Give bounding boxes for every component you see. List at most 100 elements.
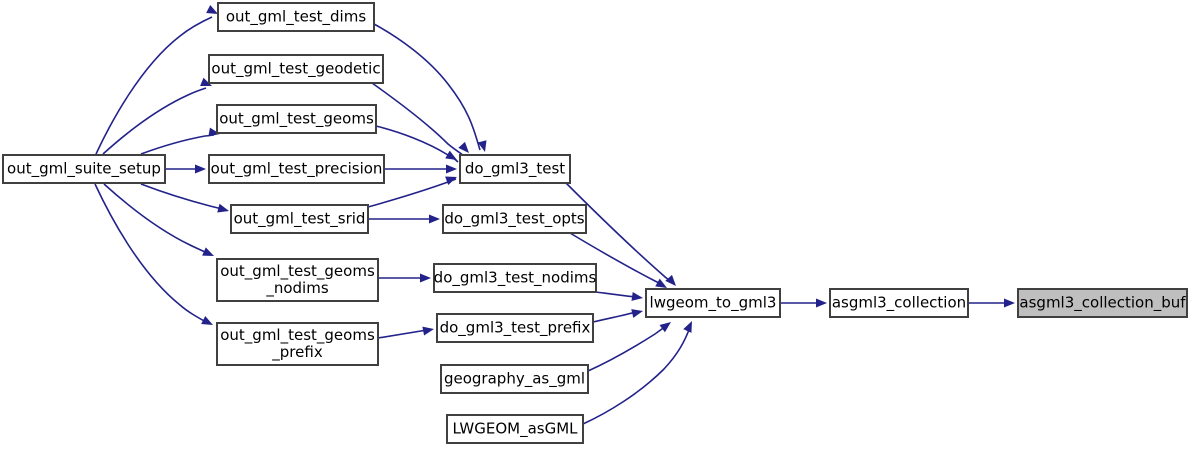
node-label: lwgeom_to_gml3 [650, 294, 777, 313]
node-lwgeom_to_gml3[interactable]: lwgeom_to_gml3 [645, 288, 781, 318]
node-label: asgml3_collection [832, 294, 966, 313]
node-out_gml_test_srid[interactable]: out_gml_test_srid [230, 204, 369, 234]
node-box[interactable] [436, 313, 594, 343]
edge-line [592, 311, 637, 323]
node-label: do_gml3_test [465, 160, 565, 179]
arrow-head-icon [445, 176, 457, 185]
edge-line [371, 82, 465, 157]
arrow-head-icon [631, 292, 643, 301]
node-LWGEOM_asGML[interactable]: LWGEOM_asGML [446, 414, 584, 444]
node-label: do_gml3_test_opts [444, 210, 584, 229]
arrow-head-icon [655, 278, 667, 288]
node-box[interactable] [459, 154, 571, 184]
node-box[interactable] [217, 2, 375, 32]
node-box[interactable] [645, 288, 781, 318]
arrow-head-icon [201, 315, 213, 325]
node-box[interactable] [208, 54, 384, 84]
node-asgml3_collection_buf[interactable]: asgml3_collection_buf [1017, 288, 1188, 318]
node-out_gml_suite_setup[interactable]: out_gml_suite_setup [2, 154, 166, 184]
node-label: geography_as_gml [444, 370, 585, 389]
edge-out_gml_test_geoms_prefix-to-do_gml3_test_prefix [377, 326, 434, 339]
edge-line [595, 291, 637, 298]
node-out_gml_test_geodetic[interactable]: out_gml_test_geodetic [208, 54, 384, 84]
edge-line [94, 183, 207, 323]
node-box[interactable] [446, 414, 584, 444]
arrow-head-icon [477, 140, 487, 152]
edge-line [95, 16, 213, 155]
node-label: asgml3_collection_buf [1019, 294, 1186, 313]
node-label: out_gml_test_dims [226, 8, 366, 27]
node-box[interactable] [230, 204, 369, 234]
edge-line [102, 87, 207, 155]
edge-out_gml_suite_setup-to-out_gml_test_dims [95, 4, 218, 155]
edge-out_gml_suite_setup-to-out_gml_test_geoms_prefix [94, 183, 213, 325]
arrow-head-icon [202, 247, 214, 256]
node-box[interactable] [442, 204, 587, 234]
arrow-head-icon [1004, 298, 1015, 308]
arrow-head-icon [665, 274, 676, 286]
arrow-head-icon [208, 127, 220, 137]
edge-line [373, 23, 481, 151]
node-box[interactable] [433, 263, 597, 293]
edge-out_gml_suite_setup-to-out_gml_test_geoms [140, 127, 220, 155]
arrow-head-icon [195, 164, 206, 174]
edge-asgml3_collection-to-asgml3_collection_buf [968, 298, 1015, 308]
arrow-head-icon [659, 322, 671, 333]
arrow-head-icon [429, 214, 440, 224]
node-box[interactable] [2, 154, 166, 184]
edge-out_gml_test_dims-to-do_gml3_test [373, 23, 487, 152]
node-box[interactable] [208, 154, 385, 184]
node-do_gml3_test_opts[interactable]: do_gml3_test_opts [442, 204, 587, 234]
edge-do_gml3_test_opts-to-lwgeom_to_gml3 [569, 232, 667, 288]
node-label: out_gml_test_srid [234, 210, 366, 229]
node-out_gml_test_geoms_prefix[interactable]: out_gml_test_geoms_prefix [216, 322, 379, 366]
arrow-head-icon [458, 141, 469, 153]
edge-line [140, 134, 215, 155]
node-box[interactable] [829, 288, 969, 318]
node-out_gml_test_geoms_nodims[interactable]: out_gml_test_geoms_nodims [216, 258, 379, 302]
node-label: _nodims [265, 279, 328, 298]
node-do_gml3_test_nodims[interactable]: do_gml3_test_nodims [433, 263, 597, 293]
edge-line [377, 329, 428, 339]
edge-out_gml_suite_setup-to-out_gml_test_geoms_nodims [103, 183, 214, 256]
node-box[interactable] [216, 322, 379, 366]
edge-out_gml_suite_setup-to-out_gml_test_srid [140, 183, 229, 213]
node-box[interactable] [216, 104, 377, 134]
node-do_gml3_test[interactable]: do_gml3_test [459, 154, 571, 184]
node-label: out_gml_test_geoms [219, 110, 374, 129]
node-label: out_gml_test_geoms [220, 262, 375, 281]
edge-do_gml3_test_nodims-to-lwgeom_to_gml3 [595, 291, 643, 301]
node-label: out_gml_test_geoms [220, 326, 375, 345]
node-geography_as_gml[interactable]: geography_as_gml [440, 364, 589, 394]
arrow-head-icon [217, 203, 229, 213]
edge-out_gml_suite_setup-to-out_gml_test_precision [165, 164, 206, 174]
node-asgml3_collection[interactable]: asgml3_collection [829, 288, 969, 318]
edge-out_gml_test_geoms-to-do_gml3_test [375, 125, 459, 163]
node-box[interactable] [440, 364, 589, 394]
edge-out_gml_test_srid-to-do_gml3_test [367, 176, 457, 208]
node-label: do_gml3_test_nodims [434, 269, 597, 288]
edge-do_gml3_test_prefix-to-lwgeom_to_gml3 [592, 309, 643, 323]
node-out_gml_test_precision[interactable]: out_gml_test_precision [208, 154, 385, 184]
arrow-head-icon [445, 150, 457, 160]
node-out_gml_test_geoms[interactable]: out_gml_test_geoms [216, 104, 377, 134]
arrow-head-icon [206, 4, 218, 14]
node-label: out_gml_test_geodetic [211, 60, 380, 79]
node-label: do_gml3_test_prefix [440, 319, 591, 338]
node-box[interactable] [216, 258, 379, 302]
edge-geography_as_gml-to-lwgeom_to_gml3 [587, 322, 671, 372]
edges-layer [94, 4, 1015, 425]
edge-out_gml_suite_setup-to-out_gml_test_geodetic [102, 77, 212, 155]
node-label: _prefix [271, 343, 323, 362]
node-label: out_gml_suite_setup [7, 160, 161, 179]
node-box[interactable] [1017, 288, 1188, 318]
edge-line [582, 326, 691, 425]
node-label: LWGEOM_asGML [452, 420, 578, 439]
edge-line [375, 125, 459, 163]
edge-out_gml_test_srid-to-do_gml3_test_opts [368, 214, 440, 224]
edge-LWGEOM_asGML-to-lwgeom_to_gml3 [582, 321, 692, 425]
node-do_gml3_test_prefix[interactable]: do_gml3_test_prefix [436, 313, 594, 343]
node-out_gml_test_dims[interactable]: out_gml_test_dims [217, 2, 375, 32]
